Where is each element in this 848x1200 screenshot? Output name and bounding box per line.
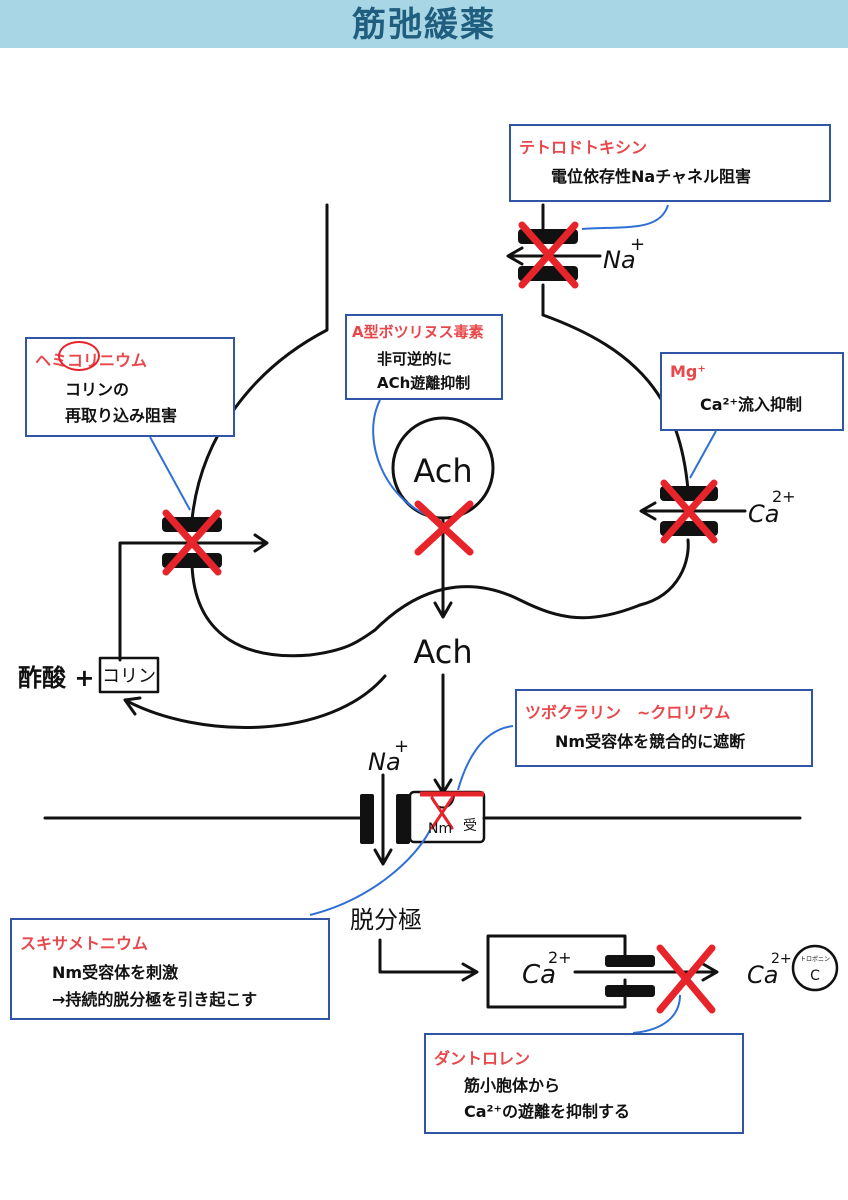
heading-circle-annotation — [58, 341, 100, 371]
box-tetrodotoxin: テトロドトキシン 電位依存性Naチャネル阻害 — [509, 124, 831, 202]
na-channel-left-block — [360, 794, 374, 844]
text-tubocurarine-1: Nm受容体を競合的に遮断 — [555, 732, 746, 751]
title-bar — [0, 0, 848, 48]
ca-out-superscript: 2+ — [771, 951, 792, 967]
na-receptor-label: Na — [368, 748, 401, 776]
troponin-small-label: トロポニン — [800, 955, 830, 963]
cleft-arrow — [433, 673, 453, 795]
text-tetrodotoxin-1: 電位依存性Naチャネル阻害 — [551, 167, 752, 186]
text-suxamethonium-2: →持続的脱分極を引き起こす — [52, 990, 258, 1009]
heading-suxamethonium: スキサメトニウム — [20, 934, 149, 953]
leader-tetrodotoxin — [581, 204, 669, 230]
box-botulinum: A型ボツリヌス毒素 非可逆的に ACh遊離抑制 — [345, 314, 503, 400]
ca-right-label: Ca — [748, 500, 779, 528]
box-mg: Mg⁺ Ca²⁺流入抑制 — [660, 352, 844, 431]
ach-vesicle — [391, 416, 495, 520]
ca-store-superscript: 2+ — [548, 948, 572, 967]
heading-mg: Mg⁺ — [670, 362, 706, 381]
heading-botulinum: A型ボツリヌス毒素 — [352, 323, 484, 341]
cross-tetrodotoxin — [518, 221, 579, 289]
terminal-right-lower — [638, 538, 690, 607]
cross-botulinum — [414, 500, 474, 556]
text-hemicholinium-1: コリンの — [65, 380, 130, 399]
choline-return-arrow — [123, 674, 387, 730]
leader-suxamethonium — [309, 829, 431, 916]
choline-box — [98, 656, 160, 694]
text-dantrolene-2: Ca²⁺の遊離を抑制する — [464, 1102, 630, 1121]
na-channel-right-block — [396, 794, 410, 844]
terminal-bottom-bump — [373, 585, 642, 632]
receptor-kanji-label: 受 — [463, 818, 477, 834]
leader-hemicholinium — [149, 436, 191, 511]
depolarization-arrow — [378, 938, 479, 982]
na-top-arrow — [506, 246, 602, 266]
text-botulinum-1: 非可逆的に — [377, 350, 453, 368]
leader-dantrolene — [632, 994, 681, 1034]
heading-tetrodotoxin: テトロドトキシン — [519, 138, 648, 157]
leader-botulinum — [372, 399, 441, 521]
receptor-nm-label: Nm — [428, 821, 452, 837]
sr-channel-top — [605, 955, 655, 967]
depolarization-label: 脱分極 — [350, 906, 422, 934]
text-hemicholinium-2: 再取り込み阻害 — [65, 406, 178, 425]
troponin-c-circle — [791, 944, 839, 992]
terminal-right-upper — [541, 313, 690, 492]
cross-tubocurarine — [430, 796, 454, 830]
ca-store-label: Ca — [522, 960, 556, 990]
box-suxamethonium: スキサメトニウム Nm受容体を刺激 →持続的脱分極を引き起こす — [10, 918, 330, 1020]
na-top-plus: + — [630, 234, 645, 255]
choline-uptake-arrow — [118, 533, 269, 662]
box-tubocurarine: ツボクラリン ~クロリウム Nm受容体を競合的に遮断 — [515, 689, 813, 767]
na-receptor-plus: + — [394, 736, 409, 757]
heading-dantrolene: ダントロレン — [434, 1049, 531, 1068]
choline-label: コリン — [102, 666, 156, 687]
heading-tubocurarine: ツボクラリン ~クロリウム — [525, 703, 731, 722]
text-suxamethonium-1: Nm受容体を刺激 — [52, 963, 179, 982]
ca-right-superscript: 2+ — [772, 487, 796, 506]
troponin-c-label: C — [810, 968, 820, 984]
page-title: 筋弛緩薬 — [352, 5, 496, 45]
leader-tubocurarine — [457, 725, 514, 791]
axon-left-line — [190, 203, 329, 522]
na-influx-arrow — [373, 773, 393, 866]
box-dantrolene: ダントロレン 筋小胞体から Ca²⁺の遊離を抑制する — [424, 1033, 744, 1134]
cross-mg — [660, 479, 718, 544]
text-mg-1: Ca²⁺流入抑制 — [700, 395, 802, 414]
na-top-label: Na — [603, 246, 636, 274]
sr-channel-bottom — [605, 985, 655, 997]
text-dantrolene-1: 筋小胞体から — [464, 1076, 561, 1095]
cross-hemicholinium — [162, 509, 222, 576]
text-botulinum-2: ACh遊離抑制 — [377, 374, 471, 392]
cross-dantrolene — [656, 944, 716, 1014]
release-arrow — [433, 518, 453, 619]
ach-vesicle-label: Ach — [413, 452, 472, 490]
ca-out-label: Ca — [747, 961, 778, 989]
box-hemicholinium: ヘミコリニウム コリンの 再取り込み阻害 — [25, 337, 235, 437]
terminal-left-lower — [190, 563, 377, 658]
acetate-plus-label: 酢酸 + — [18, 664, 94, 692]
leader-mg — [689, 430, 717, 479]
ach-cleft-label: Ach — [413, 633, 472, 671]
